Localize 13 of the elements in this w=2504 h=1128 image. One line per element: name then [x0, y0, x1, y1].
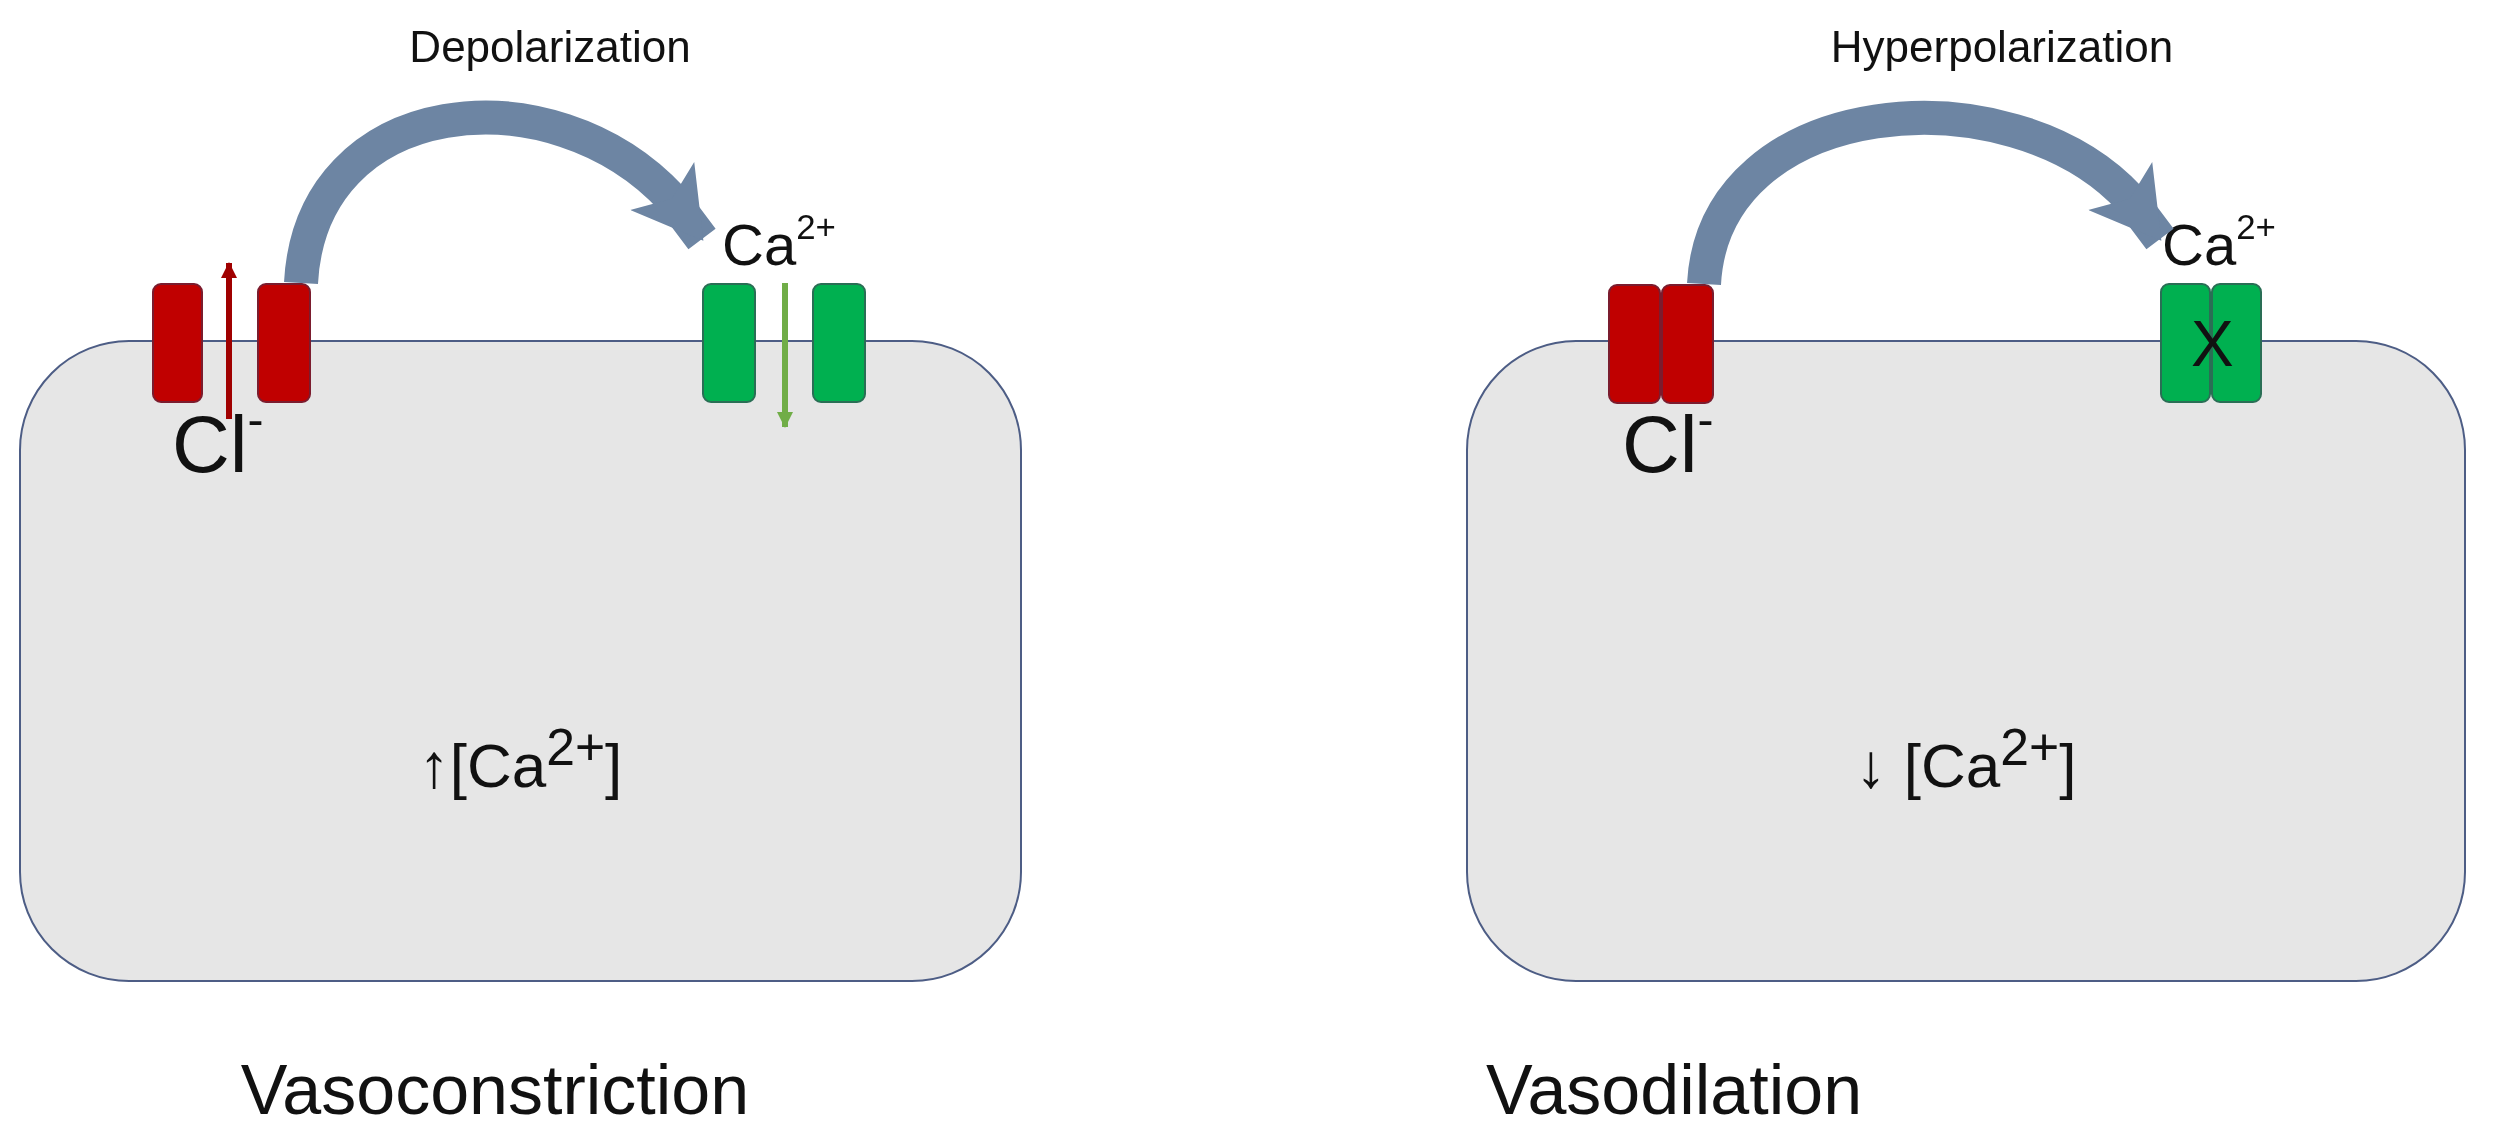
cell-body: [19, 340, 1022, 982]
cell-caption: Vasoconstriction: [240, 1050, 750, 1128]
concentration-label: ↓ [Ca$^{2+}$]: [1854, 717, 2078, 801]
ion-label: Cl$^{-}$: [172, 405, 264, 485]
block-mark: X: [2191, 312, 2234, 376]
concentration-label: ↑[Ca$^{2+}$]: [417, 717, 624, 801]
cell-caption: Vasodilation: [1485, 1050, 1863, 1128]
ion-label: Ca$^{2+}$: [722, 216, 836, 274]
edge-label: Hyperpolarization: [1830, 22, 2174, 72]
edge-label: Depolarization: [409, 22, 691, 72]
curved-arrow: [1687, 101, 2174, 288]
ion-label: Cl$^{-}$: [1622, 405, 1714, 485]
ion-label: Ca$^{2+}$: [2162, 216, 2276, 274]
